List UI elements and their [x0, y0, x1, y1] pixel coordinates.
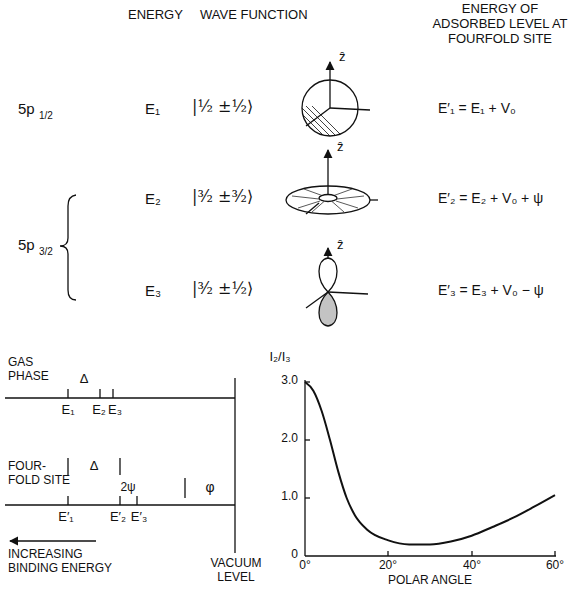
torus-orbital: [286, 150, 378, 214]
wave-function: |³⁄₂ ±½⟩: [192, 280, 253, 298]
axis-label: ẑ: [337, 238, 344, 253]
brace: [60, 195, 76, 300]
energy-equation: E′₁ = E₁ + V₀: [438, 100, 516, 116]
ratio-curve: [305, 382, 555, 544]
level-label: E₂: [92, 403, 106, 418]
tick-label: 2.0: [281, 432, 298, 446]
dumbbell-orbital: [306, 248, 368, 326]
level-label: E′₂: [110, 510, 126, 525]
arrow-label: INCREASING BINDING ENERGY: [8, 548, 118, 576]
tick-label: 1.0: [281, 490, 298, 504]
axis-label: ẑ: [337, 140, 344, 155]
state-label: 5p: [18, 100, 35, 117]
energy-level-diagram: [5, 378, 235, 553]
splitting-label: 2ψ: [120, 481, 135, 495]
energy-symbol: E₂: [145, 190, 161, 207]
state-label: 5p: [18, 236, 35, 253]
vacuum-label: VACUUM LEVEL: [207, 557, 265, 585]
column-heading: ENERGY: [128, 8, 183, 23]
axis-title: I₂/I₃: [269, 350, 290, 365]
tick-label: 20°: [379, 559, 397, 573]
splitting-label: Δ: [80, 372, 89, 387]
axis-label: ẑ: [339, 50, 346, 65]
state-subscript: 1/2: [39, 110, 53, 122]
state-subscript: 3/2: [39, 246, 53, 258]
column-heading: WAVE FUNCTION: [200, 8, 308, 23]
work-function-label: φ: [205, 479, 214, 495]
splitting-label: Δ: [90, 459, 99, 474]
tick-label: 40°: [463, 559, 481, 573]
level-label: E′₁: [58, 510, 74, 525]
tick-label: 0°: [299, 559, 310, 573]
tick-label: 60°: [546, 559, 564, 573]
level-label: E′₃: [131, 510, 147, 525]
axis-title: POLAR ANGLE: [388, 574, 472, 588]
column-heading: ENERGY OF ADSORBED LEVEL AT FOURFOLD SIT…: [428, 2, 573, 47]
level-heading: FOUR- FOLD SITE: [8, 460, 74, 488]
energy-equation: E′₃ = E₃ + V₀ − ψ: [438, 282, 544, 298]
sphere-orbital: [296, 62, 370, 140]
level-label: E₁: [61, 403, 74, 418]
tick-label: 0: [291, 548, 298, 562]
level-heading: GAS PHASE: [8, 356, 58, 384]
energy-equation: E′₂ = E₂ + V₀ + ψ: [438, 190, 543, 206]
chart-axes: [305, 380, 556, 556]
energy-symbol: E₁: [145, 100, 160, 117]
level-label: E₃: [108, 403, 122, 418]
energy-symbol: E₃: [145, 282, 161, 299]
wave-function: |³⁄₂ ±³⁄₂⟩: [192, 188, 253, 206]
wave-function: |½ ±½⟩: [192, 98, 253, 116]
tick-label: 3.0: [281, 374, 298, 388]
